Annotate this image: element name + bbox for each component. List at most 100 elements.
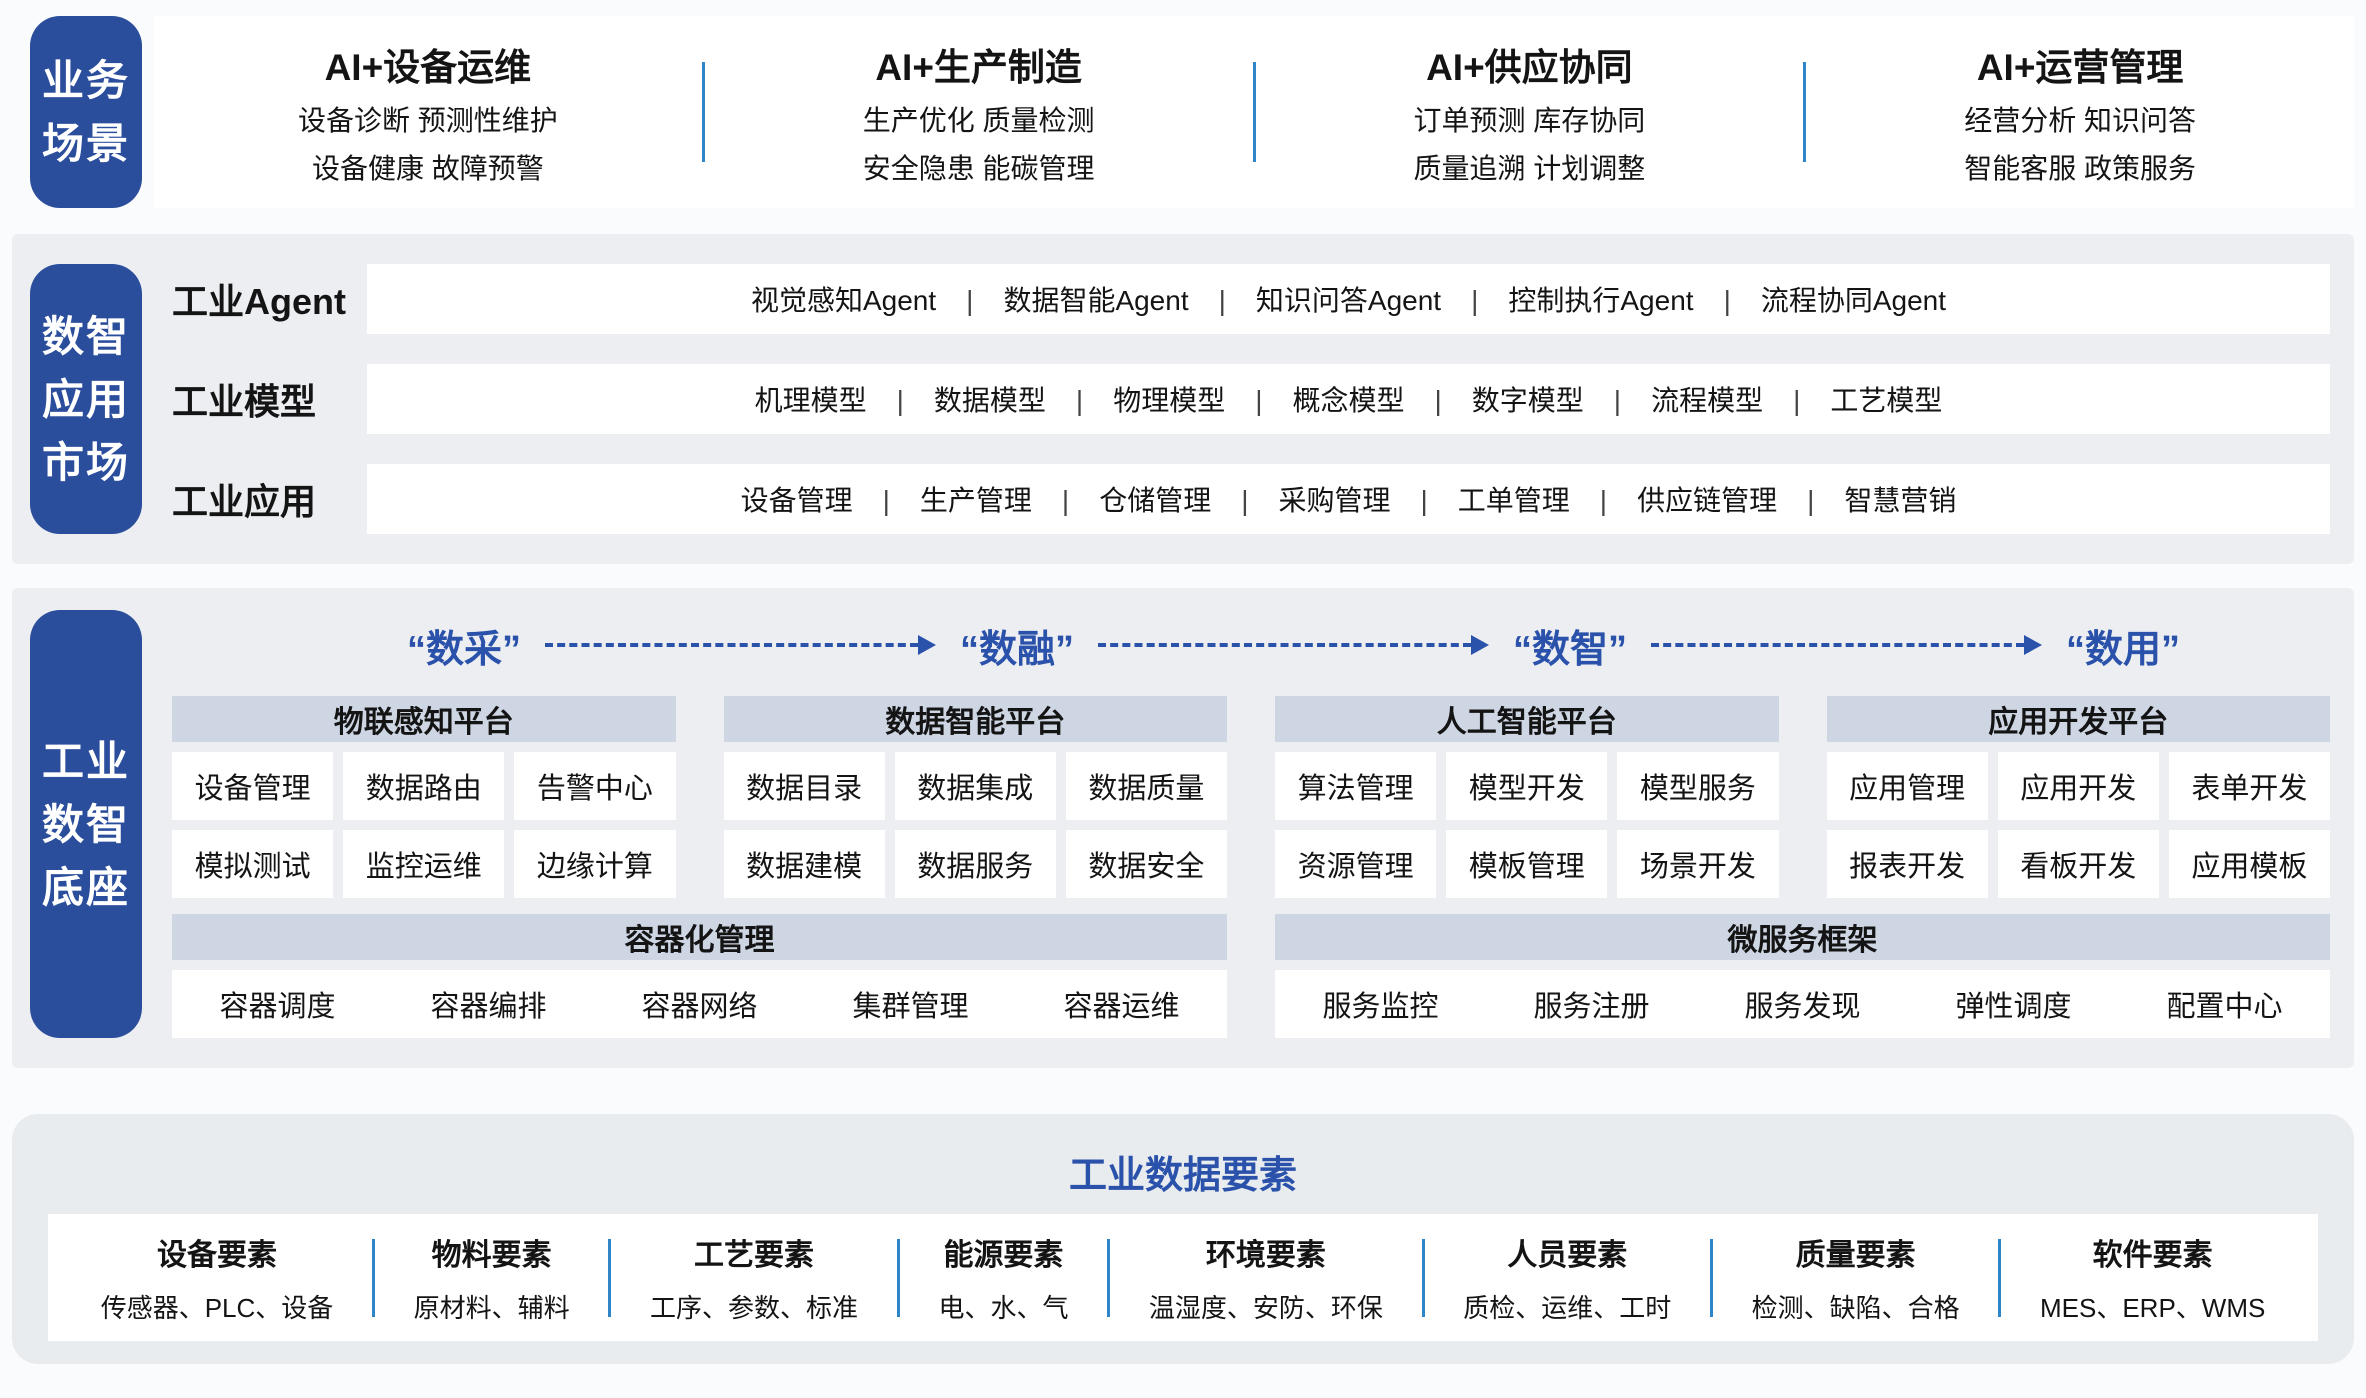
market-item: 工艺模型	[1763, 379, 1942, 419]
pill-line: 数智	[41, 800, 130, 848]
market-item: 数字模型	[1405, 379, 1584, 419]
platform-panels: 物联感知平台 设备管理 数据路由 告警中心 模拟测试 监控运维 边缘计算 数据智…	[172, 696, 2331, 898]
dashed-arrow-icon	[1651, 635, 2042, 655]
scenario-detail: 设备诊断 预测性维护	[297, 105, 558, 136]
market-row-label: 工业应用	[172, 481, 317, 522]
vertical-divider	[1252, 62, 1256, 162]
wide-bar-item: 配置中心	[2166, 991, 2283, 1023]
element-column-personnel: 人员要素 质检、运维、工时	[1425, 1230, 1710, 1325]
market-row-items: 机理模型 数据模型 物理模型 概念模型 数字模型 流程模型 工艺模型	[367, 364, 2330, 434]
pill-line: 业务	[41, 57, 130, 104]
platform-cell: 数据目录	[723, 752, 885, 820]
platform-header: 人工智能平台	[1275, 696, 1779, 742]
market-row-models: 工业模型 机理模型 数据模型 物理模型 概念模型 数字模型 流程模型 工艺模型	[172, 364, 2330, 434]
market-row-apps: 工业应用 设备管理 生产管理 仓储管理 采购管理 工单管理 供应链管理 智慧营销	[172, 464, 2330, 534]
platform-header: 数据智能平台	[723, 696, 1227, 742]
market-rows: 工业Agent 视觉感知Agent 数据智能Agent 知识问答Agent 控制…	[172, 264, 2330, 534]
element-title: 质量要素	[1795, 1239, 1916, 1272]
element-subtitle: 检测、缺陷、合格	[1751, 1293, 1960, 1323]
market-item: 供应链管理	[1570, 479, 1777, 519]
dashed-arrow-icon	[1098, 635, 1489, 655]
platform-cell-row: 数据目录 数据集成 数据质量	[723, 752, 1228, 820]
data-base-content: “数采” “数融” “数智” “数用” 物联感知平台 设备管理 数据路由 告警中…	[172, 610, 2331, 1038]
platform-cell: 模型开发	[1446, 752, 1608, 820]
platform-cell: 告警中心	[514, 752, 676, 820]
market-item: 物理模型	[1046, 379, 1225, 419]
scenario-column-supply: AI+供应协同 订单预测 库存协同 质量追溯 计划调整	[1256, 16, 1804, 208]
app-market-section: 数智 应用 市场 工业Agent 视觉感知Agent 数据智能Agent 知识问…	[12, 234, 2354, 564]
element-title: 软件要素	[2092, 1239, 2213, 1272]
market-item: 机理模型	[754, 385, 867, 416]
platform-cell: 应用模板	[2168, 830, 2331, 898]
vertical-divider	[371, 1238, 375, 1317]
platform-cell-row: 算法管理 模型开发 模型服务	[1275, 752, 1779, 820]
vertical-divider	[1998, 1238, 2002, 1317]
platform-cell: 资源管理	[1275, 830, 1437, 898]
wide-bar-items: 容器调度 容器编排 容器网络 集群管理 容器运维	[172, 970, 1227, 1038]
pill-line: 数智	[41, 312, 130, 360]
market-item: 知识问答Agent	[1189, 279, 1441, 319]
container-management-bar: 容器化管理 容器调度 容器编排 容器网络 集群管理 容器运维	[172, 914, 1227, 1038]
element-column-software: 软件要素 MES、ERP、WMS	[2001, 1230, 2304, 1325]
scenario-detail: 智能客服 政策服务	[1964, 153, 2197, 184]
scenario-column-operation: AI+运营管理 经营分析 知识问答 智能客服 政策服务	[1806, 16, 2354, 208]
pill-line: 底座	[41, 863, 130, 911]
element-subtitle: 温湿度、安防、环保	[1148, 1293, 1383, 1323]
wide-bar-item: 服务发现	[1744, 991, 1861, 1023]
element-subtitle: MES、ERP、WMS	[2040, 1293, 2266, 1323]
element-column-environment: 环境要素 温湿度、安防、环保	[1110, 1230, 1421, 1325]
wide-bar-item: 容器运维	[1063, 991, 1180, 1023]
platform-cell-row: 资源管理 模板管理 场景开发	[1275, 830, 1779, 898]
market-item: 设备管理	[740, 485, 853, 516]
element-title: 环境要素	[1205, 1239, 1326, 1272]
market-item: 流程模型	[1584, 379, 1763, 419]
scenario-detail: 生产优化 质量检测	[862, 105, 1095, 136]
platform-cell: 场景开发	[1617, 830, 1779, 898]
platform-cell: 看板开发	[1997, 830, 2159, 898]
vertical-divider	[1421, 1238, 1425, 1317]
data-elements-section: 工业数据要素 设备要素 传感器、PLC、设备 物料要素 原材料、辅料 工艺要素 …	[12, 1114, 2354, 1364]
platform-cell: 数据集成	[894, 752, 1056, 820]
market-item: 采购管理	[1211, 479, 1390, 519]
vertical-divider	[701, 62, 705, 162]
scenario-title: AI+运营管理	[1976, 47, 2184, 88]
platform-cell: 模拟测试	[172, 830, 334, 898]
dashed-arrow-icon	[545, 635, 936, 655]
element-title: 设备要素	[156, 1239, 277, 1272]
flow-step-label: “数智”	[1513, 628, 1628, 671]
scenario-detail: 订单预测 库存协同	[1413, 105, 1646, 136]
scenario-column-production: AI+生产制造 生产优化 质量检测 安全隐患 能碳管理	[705, 16, 1253, 208]
market-row-agent: 工业Agent 视觉感知Agent 数据智能Agent 知识问答Agent 控制…	[172, 264, 2330, 334]
pill-line: 工业	[41, 737, 130, 785]
wide-bar-header: 容器化管理	[172, 914, 1227, 960]
vertical-divider	[1709, 1238, 1713, 1317]
vertical-divider	[1107, 1238, 1111, 1317]
scenario-title: AI+设备运维	[324, 47, 532, 88]
element-column-energy: 能源要素 电、水、气	[900, 1230, 1107, 1325]
element-subtitle: 传感器、PLC、设备	[100, 1293, 334, 1323]
wide-bar-item: 容器网络	[641, 991, 758, 1023]
wide-bar-item: 服务注册	[1533, 991, 1650, 1023]
scenario-title: AI+供应协同	[1426, 47, 1633, 88]
vertical-divider	[896, 1238, 900, 1317]
data-elements-band: 设备要素 传感器、PLC、设备 物料要素 原材料、辅料 工艺要素 工序、参数、标…	[48, 1214, 2318, 1341]
element-title: 工艺要素	[694, 1239, 815, 1272]
platform-cell-row: 应用管理 应用开发 表单开发	[1826, 752, 2331, 820]
platform-cell: 报表开发	[1826, 830, 1988, 898]
scenario-detail: 设备健康 故障预警	[311, 153, 544, 184]
platform-cell: 表单开发	[2168, 752, 2331, 820]
scenario-detail: 质量追溯 计划调整	[1413, 153, 1646, 184]
platform-panel-iot: 物联感知平台 设备管理 数据路由 告警中心 模拟测试 监控运维 边缘计算	[172, 696, 676, 898]
element-title: 物料要素	[431, 1239, 552, 1272]
business-scenarios-pill: 业务 场景	[30, 16, 142, 208]
element-title: 能源要素	[943, 1239, 1064, 1272]
platform-cell: 数据路由	[343, 752, 505, 820]
platform-cell: 模板管理	[1446, 830, 1608, 898]
platform-cell: 模型服务	[1617, 752, 1779, 820]
platform-panel-data: 数据智能平台 数据目录 数据集成 数据质量 数据建模 数据服务 数据安全	[723, 696, 1228, 898]
market-item: 生产管理	[853, 479, 1032, 519]
market-item: 控制执行Agent	[1441, 279, 1693, 319]
platform-cell-row: 设备管理 数据路由 告警中心	[172, 752, 676, 820]
pill-line: 应用	[41, 375, 130, 423]
app-market-pill: 数智 应用 市场	[30, 264, 142, 534]
